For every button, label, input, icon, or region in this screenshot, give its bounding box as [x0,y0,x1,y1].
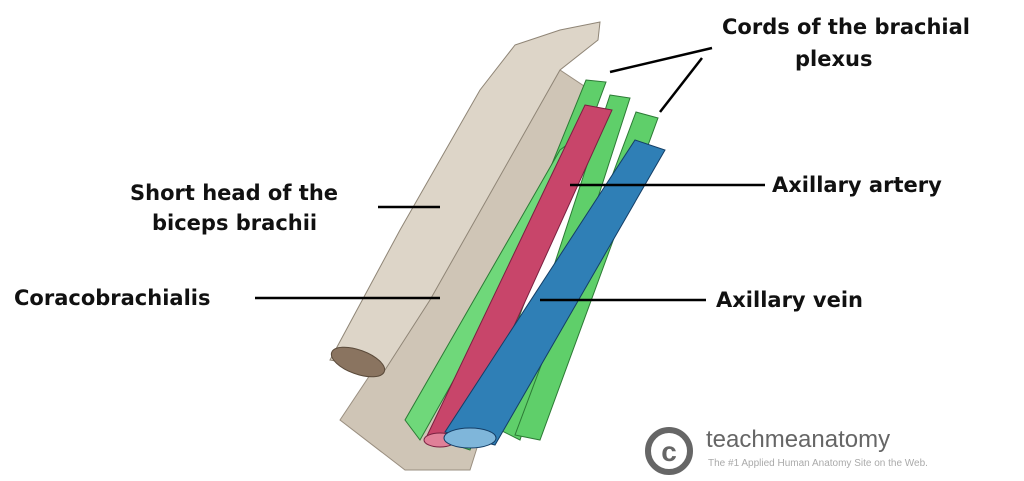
vein-cut-end [443,427,497,449]
watermark-tagline: The #1 Applied Human Anatomy Site on the… [708,458,928,469]
axillary-vein [444,139,666,446]
label-cords-line1: Cords of the brachial [722,15,970,39]
copyright-icon: c [645,427,693,475]
pointer-lines [255,46,765,302]
label-short-head-line1: Short head of the [130,181,339,205]
label-axillary-vein: Axillary vein [716,288,863,312]
watermark-brand: teachmeanatomy [706,426,891,453]
label-axillary-artery: Axillary artery [772,173,942,197]
biceps-cut-end [330,346,386,378]
label-short-head-line2: biceps brachii [152,211,318,235]
label-coracobrachialis: Coracobrachialis [14,286,211,310]
label-cords-line2: plexus [795,47,873,71]
svg-text:c: c [661,436,677,467]
biceps-short-head-muscle [329,21,601,371]
